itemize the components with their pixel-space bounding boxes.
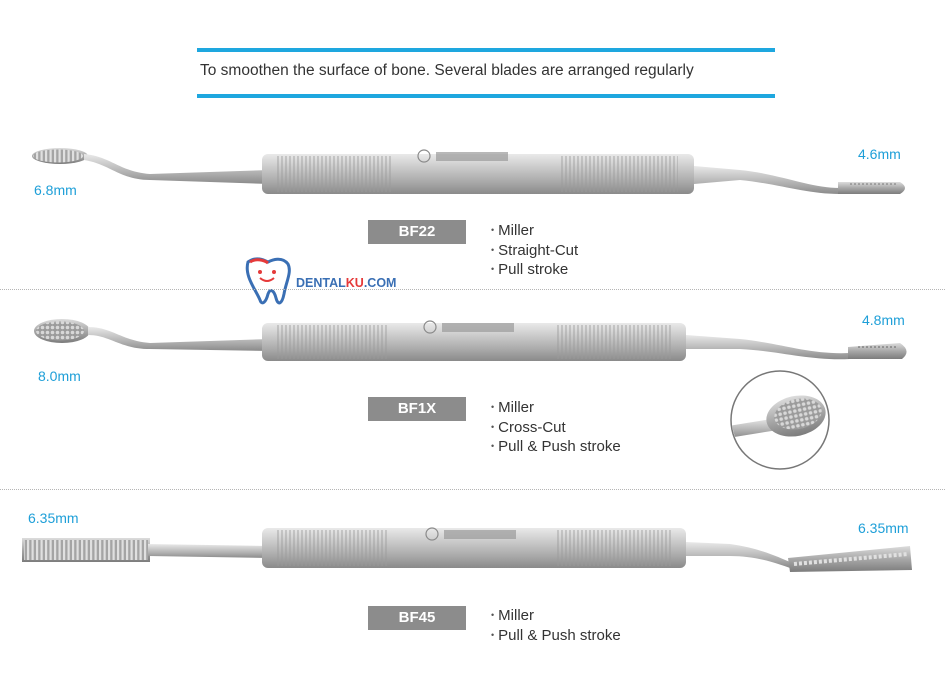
- header-top-rule: [197, 48, 775, 52]
- section-divider: [0, 289, 945, 290]
- bf1x-left-size: 8.0mm: [38, 368, 81, 384]
- bf22-right-tip: [838, 182, 905, 194]
- bf1x-left-shank: [88, 327, 270, 351]
- header-bottom-rule: [197, 94, 775, 98]
- dentalku-wordmark: DENTALKU.COM: [296, 276, 396, 290]
- bf22-brand-mark: [417, 149, 508, 163]
- bf45-left-tip: [22, 538, 150, 562]
- brand-suffix: .COM: [363, 276, 397, 290]
- feature-item: Pull & Push stroke: [491, 626, 621, 646]
- instrument-image-bf45: [22, 527, 912, 572]
- instrument-image-bf22: [32, 148, 905, 194]
- section-divider: [0, 489, 945, 490]
- feature-item: Cross-Cut: [491, 418, 621, 438]
- bf1x-right-tip: [848, 343, 907, 359]
- feature-item: Pull & Push stroke: [491, 437, 621, 457]
- bf1x-right-size: 4.8mm: [862, 312, 905, 328]
- bf45-right-tip: [788, 546, 912, 572]
- bf22-handle: [262, 149, 694, 194]
- brand-main: DENTAL: [296, 276, 346, 290]
- bf1x-right-shank: [686, 335, 850, 360]
- bf45-left-size: 6.35mm: [28, 510, 79, 526]
- bf22-left-size: 6.8mm: [34, 182, 77, 198]
- bf45-right-size: 6.35mm: [858, 520, 909, 536]
- bf45-feature-list: Miller Pull & Push stroke: [491, 606, 621, 645]
- bf45-left-shank: [148, 544, 270, 558]
- bf22-left-tip: [32, 148, 88, 164]
- bf22-feature-list: Miller Straight-Cut Pull stroke: [491, 221, 578, 280]
- dentalku-logo: [245, 257, 291, 305]
- bf45-model-badge: BF45: [368, 606, 466, 630]
- bf22-right-shank: [694, 166, 840, 194]
- bf1x-tip-detail-zoom: [730, 370, 830, 470]
- feature-item: Pull stroke: [491, 260, 578, 280]
- bf1x-handle: [262, 320, 686, 361]
- bf1x-model-badge: BF1X: [368, 397, 466, 421]
- bf45-brand-mark: [425, 527, 516, 541]
- bf45-handle: [262, 527, 686, 568]
- bf1x-brand-mark: [423, 320, 514, 334]
- bf22-left-shank: [84, 154, 270, 184]
- bf45-right-shank: [686, 542, 790, 568]
- bf22-right-size: 4.6mm: [858, 146, 901, 162]
- feature-item: Straight-Cut: [491, 241, 578, 261]
- feature-item: Miller: [491, 221, 578, 241]
- bf1x-left-tip: [34, 319, 90, 343]
- header-description: To smoothen the surface of bone. Several…: [200, 62, 694, 79]
- feature-item: Miller: [491, 398, 621, 418]
- instrument-image-bf1x: [34, 319, 907, 361]
- feature-item: Miller: [491, 606, 621, 626]
- bf22-model-badge: BF22: [368, 220, 466, 244]
- brand-accent: KU: [345, 276, 364, 290]
- tooth-icon: [245, 257, 291, 305]
- bf1x-feature-list: Miller Cross-Cut Pull & Push stroke: [491, 398, 621, 457]
